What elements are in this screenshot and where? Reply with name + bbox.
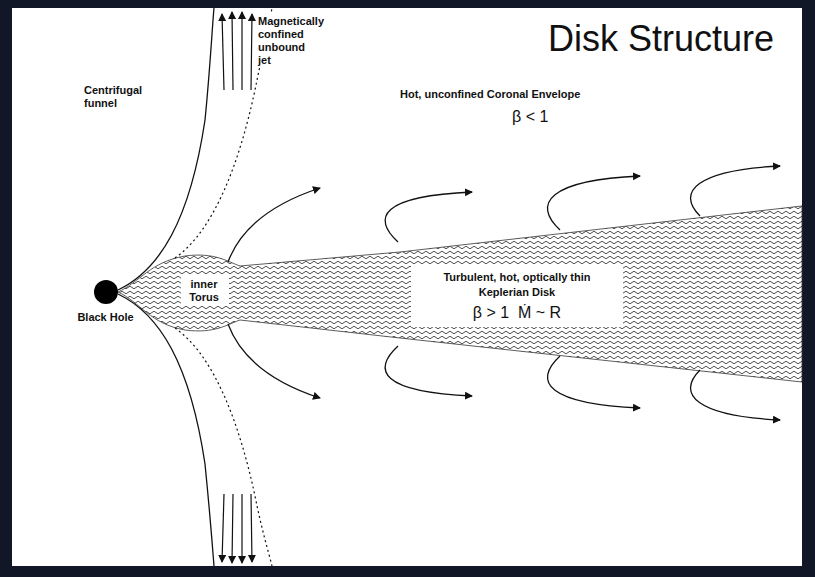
node-formula: β > 1 Ṁ ~ R	[421, 303, 613, 323]
annotation-label: Magnetically confined unbound jet	[256, 14, 322, 68]
annotation-label: Hot, unconfined Coronal Envelope	[400, 88, 580, 101]
black-hole-symbol	[93, 279, 119, 305]
node-text: Turbulent, hot, optically thin Keplerian…	[422, 270, 612, 300]
funnel-wall	[118, 294, 214, 566]
slide-title: Disk Structure	[548, 18, 774, 60]
node-text: inner Torus	[184, 278, 224, 304]
disk-label-box: Turbulent, hot, optically thin Keplerian…	[411, 266, 623, 327]
accretion-disk	[118, 206, 802, 382]
annotation-label: β < 1	[512, 108, 548, 126]
annotation-label: Centrifugal funnel	[84, 84, 146, 110]
jet-boundary	[175, 328, 272, 566]
black-hole: Black Hole	[76, 279, 135, 323]
node-text: Black Hole	[76, 311, 135, 323]
outflow-arrows	[228, 166, 780, 420]
funnel-wall	[118, 8, 214, 290]
torus-label-box: inner Torus	[181, 276, 229, 306]
